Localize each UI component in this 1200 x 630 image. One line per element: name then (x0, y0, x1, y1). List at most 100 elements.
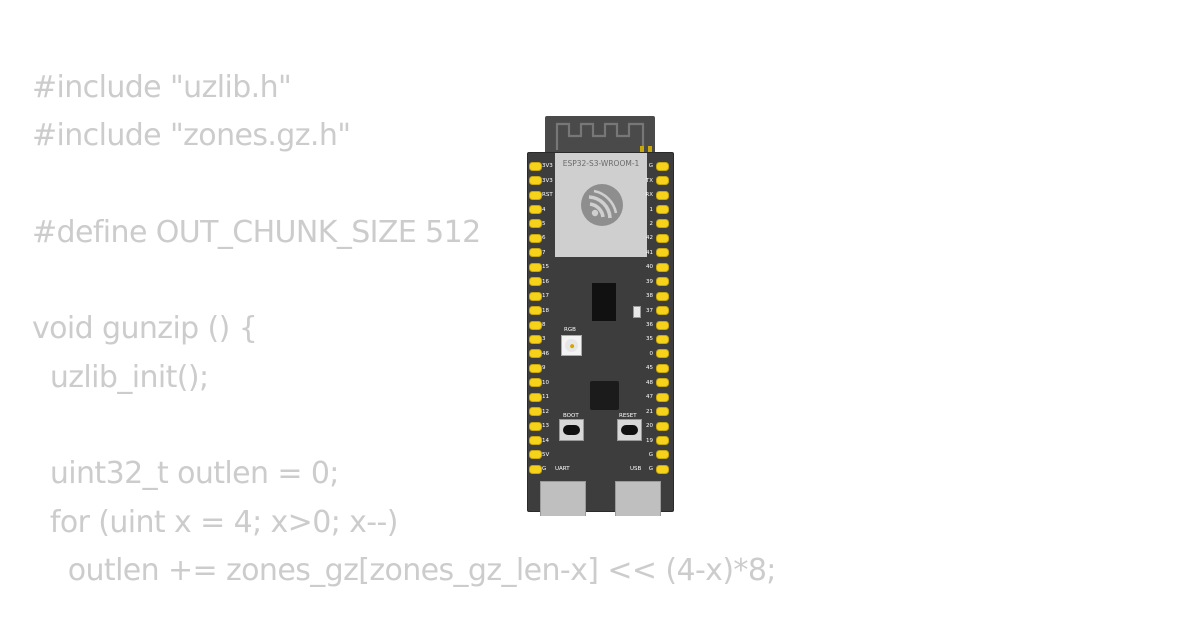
pin[interactable]: 6 (529, 231, 546, 245)
pin-label: G (542, 466, 547, 473)
pin[interactable]: 19 (646, 433, 669, 447)
pin-pad[interactable] (529, 262, 542, 272)
pin[interactable]: 4 (529, 202, 546, 216)
pin[interactable]: 38 (646, 289, 669, 303)
pin-pad[interactable] (656, 233, 669, 243)
pin-pad[interactable] (656, 219, 669, 229)
pin[interactable]: G (649, 159, 669, 173)
pin-pad[interactable] (656, 205, 669, 215)
pin-pad[interactable] (656, 320, 669, 330)
pin-label: 16 (542, 278, 549, 285)
pin[interactable]: RST (529, 188, 553, 202)
pin-pad[interactable] (529, 378, 542, 388)
pin-pad[interactable] (656, 436, 669, 446)
pin-pad[interactable] (656, 464, 669, 474)
pin-pad[interactable] (656, 392, 669, 402)
pin-pad[interactable] (656, 363, 669, 373)
pin[interactable]: 10 (529, 376, 549, 390)
pin-pad[interactable] (529, 464, 542, 474)
pin-pad[interactable] (656, 277, 669, 287)
pin[interactable]: 36 (646, 318, 669, 332)
pin-pad[interactable] (656, 421, 669, 431)
pin-pad[interactable] (656, 407, 669, 417)
pin[interactable]: 48 (646, 376, 669, 390)
pin[interactable]: 40 (646, 260, 669, 274)
pin-pad[interactable] (529, 277, 542, 287)
boot-button[interactable] (559, 419, 584, 441)
pin[interactable]: 3V3 (529, 159, 553, 173)
code-line: #include "uzlib.h" (32, 70, 292, 105)
pin-pad[interactable] (529, 291, 542, 301)
pin-pad[interactable] (529, 161, 542, 171)
pin-pad[interactable] (529, 392, 542, 402)
pin-pad[interactable] (529, 248, 542, 258)
pin[interactable]: 5V (529, 448, 549, 462)
pin[interactable]: G (649, 448, 669, 462)
pin-pad[interactable] (656, 190, 669, 200)
pin[interactable]: 5 (529, 217, 546, 231)
pin[interactable]: 42 (646, 231, 669, 245)
pin[interactable]: 39 (646, 275, 669, 289)
pin-pad[interactable] (656, 248, 669, 258)
pin[interactable]: 18 (529, 303, 549, 317)
smd-component (633, 306, 641, 318)
pin-pad[interactable] (529, 407, 542, 417)
pin[interactable]: 3 (529, 332, 546, 346)
pin-pad[interactable] (656, 378, 669, 388)
pin[interactable]: G (529, 462, 546, 476)
pin[interactable]: 37 (646, 303, 669, 317)
rgb-led[interactable] (561, 335, 582, 356)
pin[interactable]: 15 (529, 260, 549, 274)
pin-pad[interactable] (529, 306, 542, 316)
pin[interactable]: 1 (650, 202, 669, 216)
pin-pad[interactable] (529, 320, 542, 330)
reset-button[interactable] (617, 419, 642, 441)
pin[interactable]: 13 (529, 419, 549, 433)
pin-pad[interactable] (656, 176, 669, 186)
pin[interactable]: 21 (646, 404, 669, 418)
pin-pad[interactable] (656, 349, 669, 359)
pin[interactable]: 9 (529, 361, 546, 375)
pin-pad[interactable] (529, 436, 542, 446)
pin[interactable]: 16 (529, 275, 549, 289)
pin-pad[interactable] (529, 233, 542, 243)
pin-pad[interactable] (529, 450, 542, 460)
pin[interactable]: 35 (646, 332, 669, 346)
pin[interactable]: 45 (646, 361, 669, 375)
pin[interactable]: 7 (529, 246, 546, 260)
pin-label: 42 (646, 235, 653, 242)
pin[interactable]: G (649, 462, 669, 476)
pin-pad[interactable] (529, 176, 542, 186)
pin-pad[interactable] (656, 334, 669, 344)
pin[interactable]: 8 (529, 318, 546, 332)
pin[interactable]: 12 (529, 404, 549, 418)
pin[interactable]: 3V3 (529, 173, 553, 187)
pin-pad[interactable] (529, 421, 542, 431)
pin[interactable]: 41 (646, 246, 669, 260)
pin[interactable]: 11 (529, 390, 549, 404)
pin-pad[interactable] (529, 205, 542, 215)
pin[interactable]: 17 (529, 289, 549, 303)
pin[interactable]: 47 (646, 390, 669, 404)
pin-pad[interactable] (529, 363, 542, 373)
pin-pad[interactable] (529, 349, 542, 359)
pin-pad[interactable] (656, 306, 669, 316)
pin-pad[interactable] (529, 190, 542, 200)
pin-pad[interactable] (529, 219, 542, 229)
pin-pad[interactable] (656, 291, 669, 301)
usb-port[interactable] (615, 481, 661, 516)
pin[interactable]: 46 (529, 347, 549, 361)
pin-pad[interactable] (656, 161, 669, 171)
pin-pad[interactable] (656, 262, 669, 272)
pin[interactable]: 14 (529, 433, 549, 447)
pin[interactable]: 0 (650, 347, 669, 361)
pin[interactable]: TX (646, 173, 669, 187)
uart-port[interactable] (540, 481, 586, 516)
pin[interactable]: RX (645, 188, 669, 202)
pin[interactable]: 2 (650, 217, 669, 231)
pin-pad[interactable] (656, 450, 669, 460)
pin[interactable]: 20 (646, 419, 669, 433)
pin-pad[interactable] (529, 334, 542, 344)
